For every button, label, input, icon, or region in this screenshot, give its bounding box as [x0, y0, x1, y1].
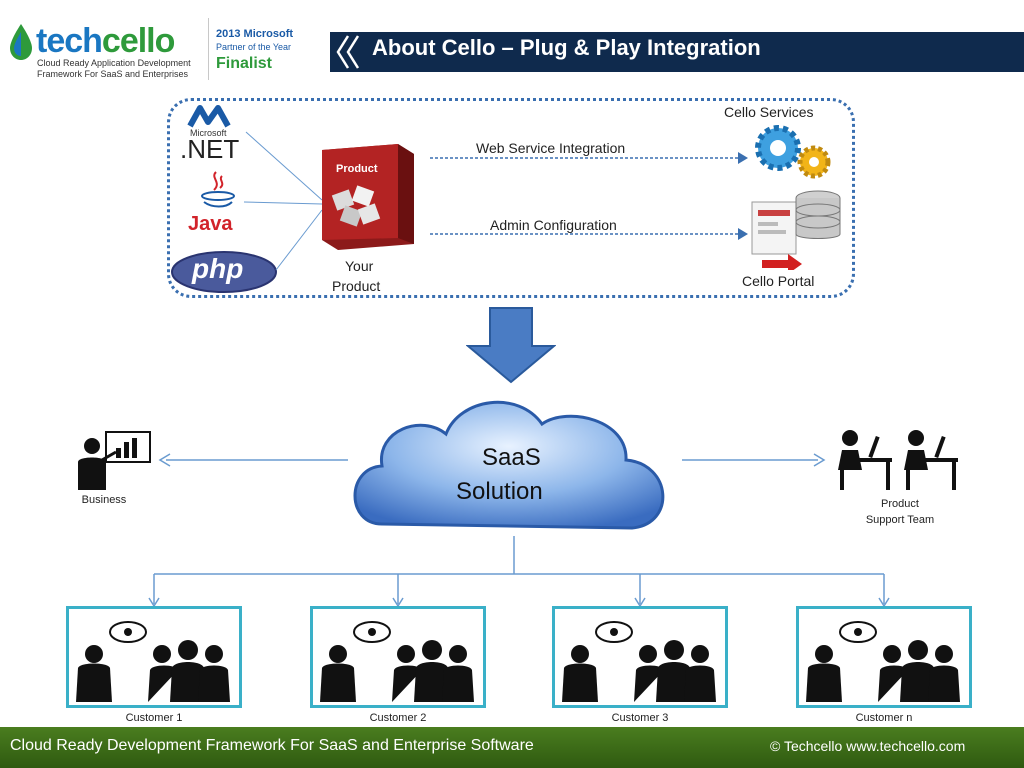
techcello-logo: techcello	[36, 22, 175, 61]
cello-portal-icon	[751, 190, 841, 270]
php-label: php	[192, 253, 244, 284]
logo-tagline: Cloud Ready Application Development Fram…	[37, 58, 212, 80]
your-product-line-2: Product	[332, 278, 381, 294]
award-line-1: 2013 Microsoft	[216, 28, 294, 40]
award-finalist: Finalist	[216, 55, 273, 72]
product-box-icon	[322, 144, 414, 250]
customer-label-n: Customer n	[855, 712, 913, 724]
java-label: Java	[188, 213, 233, 235]
logo-tech: tech	[36, 22, 103, 60]
dotnet-label: .NET	[180, 134, 240, 164]
customer-label-2: Customer 2	[369, 712, 427, 724]
customer-group-icon-2	[320, 621, 474, 702]
cloud-line-1: SaaS	[482, 444, 541, 471]
product-box-label: Product	[336, 163, 378, 175]
business-label: Business	[81, 494, 127, 506]
logo-cello: cello	[101, 22, 175, 60]
logo-tagline-2: Framework For SaaS and Enterprises	[37, 69, 189, 79]
customer-group-icon-n	[806, 621, 960, 702]
support-team-icon	[838, 430, 958, 490]
customer-label-1: Customer 1	[125, 712, 183, 724]
customer-group-icon-3	[562, 621, 716, 702]
dotnet-vendor: Microsoft	[190, 128, 227, 138]
header-divider	[208, 18, 209, 80]
footer-tagline: Cloud Ready Development Framework For Sa…	[10, 737, 534, 754]
your-product-line-1: Your	[345, 258, 374, 274]
techcello-drop-icon	[10, 24, 32, 60]
cello-portal-label: Cello Portal	[742, 273, 815, 289]
cloud-line-2: Solution	[456, 478, 543, 505]
dotnet-logo-icon	[187, 105, 231, 128]
support-label-1: Product	[881, 498, 919, 510]
footer-bar	[0, 727, 1024, 768]
customer-group-icon-1	[76, 621, 230, 702]
php-logo-icon	[171, 251, 277, 293]
award-line-2: Partner of the Year	[216, 42, 292, 52]
customer-label-3: Customer 3	[611, 712, 669, 724]
admin-configuration-label: Admin Configuration	[490, 217, 617, 233]
support-label-2: Support Team	[865, 514, 935, 526]
logo-tagline-1: Cloud Ready Application Development	[37, 58, 191, 68]
integration-panel	[167, 98, 855, 298]
saas-cloud-icon	[353, 400, 665, 530]
gears-icon	[755, 125, 831, 179]
cello-services-label: Cello Services	[724, 104, 814, 120]
page-title: About Cello – Plug & Play Integration	[372, 35, 761, 60]
down-arrow-icon	[466, 307, 556, 384]
double-chevron-left-icon	[336, 35, 360, 69]
title-bar	[330, 32, 1024, 72]
business-presenter-icon	[78, 431, 151, 490]
web-service-integration-label: Web Service Integration	[476, 140, 626, 156]
java-cup-icon	[201, 171, 235, 208]
footer-copyright: © Techcello www.techcello.com	[770, 738, 966, 754]
